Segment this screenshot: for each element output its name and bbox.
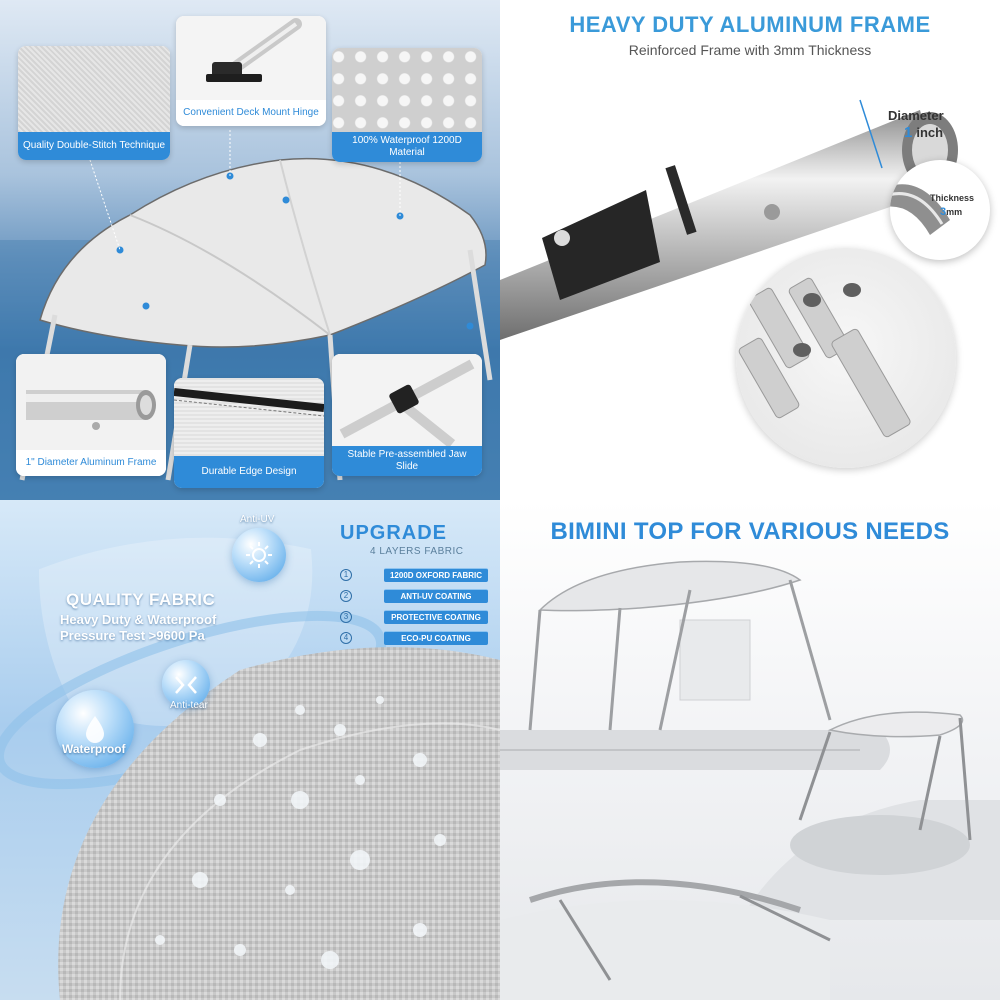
fabric-panel: UPGRADE 4 LAYERS FABRIC 1 1200D OXFORD F… [0, 500, 500, 1000]
features-panel: Quality Double-Stitch Technique Convenie… [0, 0, 500, 500]
layer-label: 1200D OXFORD FABRIC [384, 567, 488, 582]
feature-caption: Convenient Deck Mount Hinge [176, 100, 326, 126]
aluminum-tube-image [16, 354, 166, 450]
frame-tube-illustration [500, 99, 958, 340]
water-droplets-image [332, 48, 482, 132]
thickness-detail-circle [890, 160, 990, 260]
upgrade-subtitle: 4 LAYERS FABRIC [370, 546, 464, 557]
diameter-label: Diameter [888, 108, 944, 123]
feature-card-edge-design: Durable Edge Design [174, 378, 324, 488]
thickness-value: 3mm [940, 206, 962, 218]
layer-number: 2 [340, 589, 352, 602]
stitch-fabric-image [18, 46, 170, 132]
feature-caption: Quality Double-Stitch Technique [18, 132, 170, 160]
jaw-slide-image [332, 354, 482, 448]
feature-caption: 1" Diameter Aluminum Frame [16, 450, 166, 476]
feature-card-jaw-slide: Stable Pre-assembled Jaw Slide [332, 354, 482, 476]
layer-label: ANTI-UV COATING [384, 588, 488, 603]
feature-card-double-stitch: Quality Double-Stitch Technique [18, 46, 170, 160]
feature-caption: 100% Waterproof 1200D Material [332, 132, 482, 162]
pressure-label: Pressure Test [60, 628, 146, 643]
pressure-test-line: Pressure Test >9600 Pa [60, 628, 205, 643]
water-drop-icon [56, 690, 134, 768]
various-needs-panel: BIMINI TOP FOR VARIOUS NEEDS [500, 500, 1000, 1000]
feature-caption: Durable Edge Design [174, 456, 324, 488]
quality-fabric-line: Heavy Duty & Waterproof [60, 612, 217, 627]
frame-panel: HEAVY DUTY ALUMINUM FRAME Reinforced Fra… [500, 0, 1000, 500]
waterproof-tag: Waterproof [62, 742, 126, 756]
tube-parts-circle [736, 248, 956, 468]
feature-card-deck-hinge: Convenient Deck Mount Hinge [176, 16, 326, 126]
diameter-unit: inch [916, 125, 944, 140]
layer-label: ECO-PU COATING [384, 630, 488, 645]
feature-caption: Stable Pre-assembled Jaw Slide [332, 446, 482, 476]
frame-title: HEAVY DUTY ALUMINUM FRAME [569, 12, 931, 37]
layer-number: 4 [340, 631, 352, 644]
fabric-layers-list: 1 1200D OXFORD FABRIC 2 ANTI-UV COATING … [340, 564, 488, 648]
sun-icon [232, 528, 286, 582]
upgrade-title: UPGRADE [340, 522, 448, 544]
thickness-label: Thickness [930, 193, 975, 203]
boats-illustration [500, 560, 1000, 1000]
anti-tear-tag: Anti-tear [170, 700, 208, 711]
hand-pull-icon [162, 660, 210, 708]
thickness-number: 3 [940, 206, 947, 218]
diameter-number: 1 [904, 124, 913, 141]
layer-item: 2 ANTI-UV COATING [340, 585, 488, 606]
various-needs-title: BIMINI TOP FOR VARIOUS NEEDS [550, 518, 950, 545]
fabric-illustration [0, 537, 500, 1000]
edge-fabric-image [174, 378, 324, 456]
frame-subtitle: Reinforced Frame with 3mm Thickness [628, 42, 872, 58]
pressure-value: >9600 Pa [148, 628, 205, 643]
layer-item: 3 PROTECTIVE COATING [340, 606, 488, 627]
thickness-unit: mm [946, 207, 963, 217]
layer-number: 1 [340, 568, 352, 581]
anti-uv-tag: Anti-UV [240, 514, 275, 525]
deck-hinge-image [176, 16, 326, 100]
feature-card-waterproof-material: 100% Waterproof 1200D Material [332, 48, 482, 162]
layer-item: 4 ECO-PU COATING [340, 627, 488, 648]
layer-label: PROTECTIVE COATING [384, 609, 488, 624]
feature-card-aluminum-frame: 1" Diameter Aluminum Frame [16, 354, 166, 476]
layer-number: 3 [340, 610, 352, 623]
layer-item: 1 1200D OXFORD FABRIC [340, 564, 488, 585]
quality-fabric-title: QUALITY FABRIC [66, 590, 216, 609]
